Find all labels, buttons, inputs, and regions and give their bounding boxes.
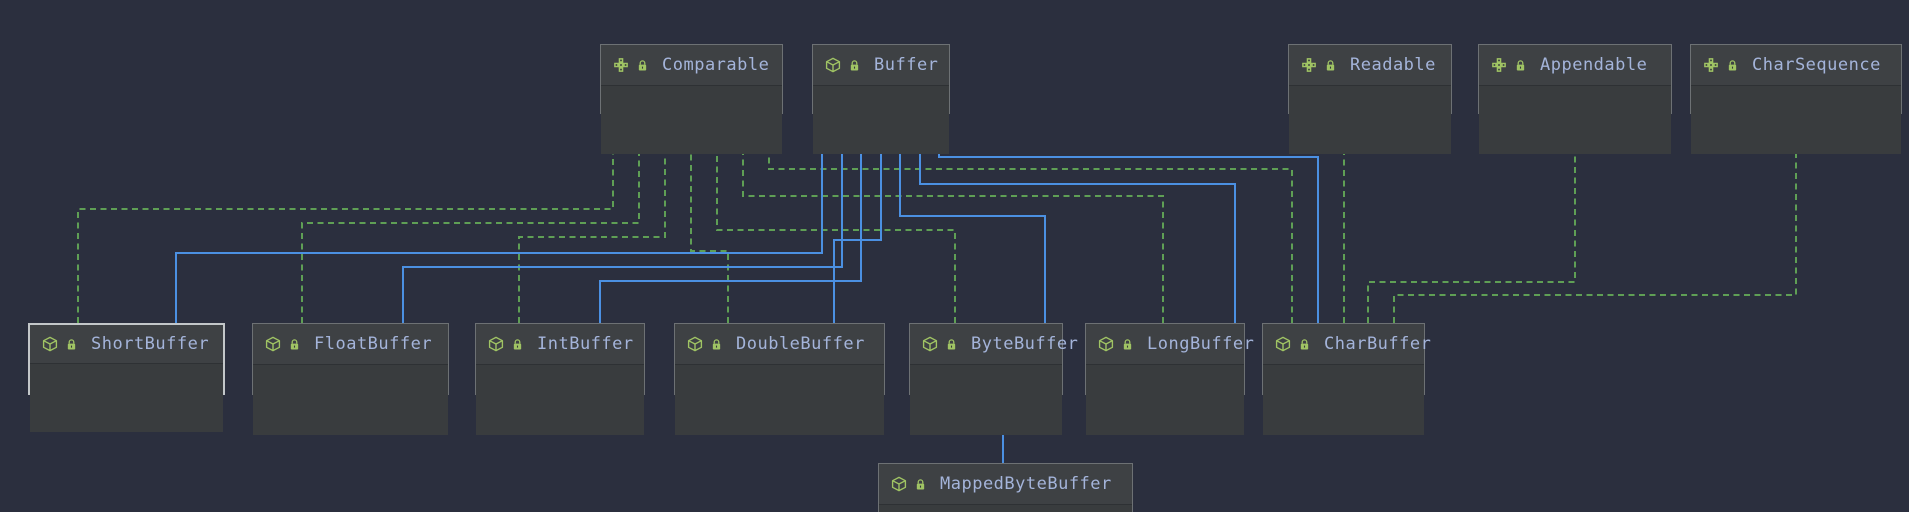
node-header[interactable]: Appendable: [1479, 45, 1671, 86]
lock-icon: [66, 338, 77, 351]
node-label: IntBuffer: [537, 334, 634, 354]
node-body: [30, 364, 223, 432]
lock-icon: [849, 59, 860, 72]
node-intbuffer[interactable]: IntBuffer: [475, 323, 645, 435]
node-label: Appendable: [1540, 55, 1648, 75]
node-body: [1263, 365, 1424, 435]
edge-floatbuffer-implements-comparable[interactable]: [301, 115, 645, 323]
node-header[interactable]: IntBuffer: [476, 324, 644, 365]
node-charsequence[interactable]: CharSequence: [1690, 44, 1902, 154]
node-label: FloatBuffer: [314, 334, 433, 354]
edge-charbuffer-extends-buffer[interactable]: [933, 115, 1319, 323]
lock-icon: [1727, 59, 1738, 72]
node-readable[interactable]: Readable: [1288, 44, 1452, 154]
node-header[interactable]: FloatBuffer: [253, 324, 448, 365]
class-icon: [891, 476, 907, 492]
class-icon: [687, 336, 703, 352]
node-body: [910, 365, 1062, 435]
lock-icon: [1325, 59, 1336, 72]
node-body: [253, 365, 448, 435]
node-label: MappedByteBuffer: [940, 474, 1112, 494]
node-label: Buffer: [874, 55, 939, 75]
lock-icon: [1515, 59, 1526, 72]
interface-icon: [1491, 57, 1507, 73]
node-label: CharSequence: [1752, 55, 1881, 75]
interface-icon: [613, 57, 629, 73]
node-label: DoubleBuffer: [736, 334, 865, 354]
node-body: [1691, 86, 1901, 154]
node-comparable[interactable]: Comparable: [600, 44, 783, 154]
lock-icon: [1122, 338, 1133, 351]
node-mappedbytebuffer[interactable]: MappedByteBuffer: [878, 463, 1133, 512]
node-body: [1086, 365, 1244, 435]
node-label: Comparable: [662, 55, 770, 75]
node-body: [813, 86, 949, 154]
edge-shortbuffer-implements-comparable[interactable]: [77, 115, 619, 323]
lock-icon: [711, 338, 722, 351]
node-header[interactable]: ShortBuffer: [30, 325, 223, 364]
lock-icon: [512, 338, 523, 351]
class-icon: [265, 336, 281, 352]
edge-longbuffer-implements-comparable[interactable]: [737, 115, 1164, 323]
node-buffer[interactable]: Buffer: [812, 44, 950, 154]
node-body: [879, 505, 1132, 512]
interface-icon: [1301, 57, 1317, 73]
node-header[interactable]: ByteBuffer: [910, 324, 1078, 365]
node-doublebuffer[interactable]: DoubleBuffer: [674, 323, 885, 435]
class-icon: [1098, 336, 1114, 352]
class-icon: [1275, 336, 1291, 352]
node-label: CharBuffer: [1324, 334, 1432, 354]
lock-icon: [637, 59, 648, 72]
node-label: LongBuffer: [1147, 334, 1255, 354]
node-header[interactable]: CharBuffer: [1263, 324, 1431, 365]
node-body: [1479, 86, 1671, 154]
lock-icon: [289, 338, 300, 351]
interface-icon: [1703, 57, 1719, 73]
node-body: [601, 86, 782, 154]
lock-icon: [915, 478, 926, 491]
node-shortbuffer[interactable]: ShortBuffer: [28, 323, 225, 432]
node-appendable[interactable]: Appendable: [1478, 44, 1672, 154]
node-header[interactable]: Readable: [1289, 45, 1451, 86]
node-label: ShortBuffer: [91, 334, 210, 354]
edge-longbuffer-extends-buffer[interactable]: [914, 115, 1236, 323]
class-icon: [922, 336, 938, 352]
node-body: [675, 365, 884, 435]
node-charbuffer[interactable]: CharBuffer: [1262, 323, 1431, 435]
node-header[interactable]: CharSequence: [1691, 45, 1901, 86]
node-header[interactable]: Comparable: [601, 45, 782, 86]
class-icon: [825, 57, 841, 73]
node-label: ByteBuffer: [971, 334, 1079, 354]
node-header[interactable]: LongBuffer: [1086, 324, 1254, 365]
lock-icon: [1299, 338, 1310, 351]
node-header[interactable]: DoubleBuffer: [675, 324, 884, 365]
lock-icon: [946, 338, 957, 351]
node-longbuffer[interactable]: LongBuffer: [1085, 323, 1254, 435]
node-body: [476, 365, 644, 435]
node-body: [1289, 86, 1451, 154]
node-bytebuffer[interactable]: ByteBuffer: [909, 323, 1078, 435]
node-header[interactable]: MappedByteBuffer: [879, 464, 1132, 505]
node-header[interactable]: Buffer: [813, 45, 949, 86]
class-icon: [42, 336, 58, 352]
node-floatbuffer[interactable]: FloatBuffer: [252, 323, 449, 435]
node-label: Readable: [1350, 55, 1436, 75]
class-icon: [488, 336, 504, 352]
